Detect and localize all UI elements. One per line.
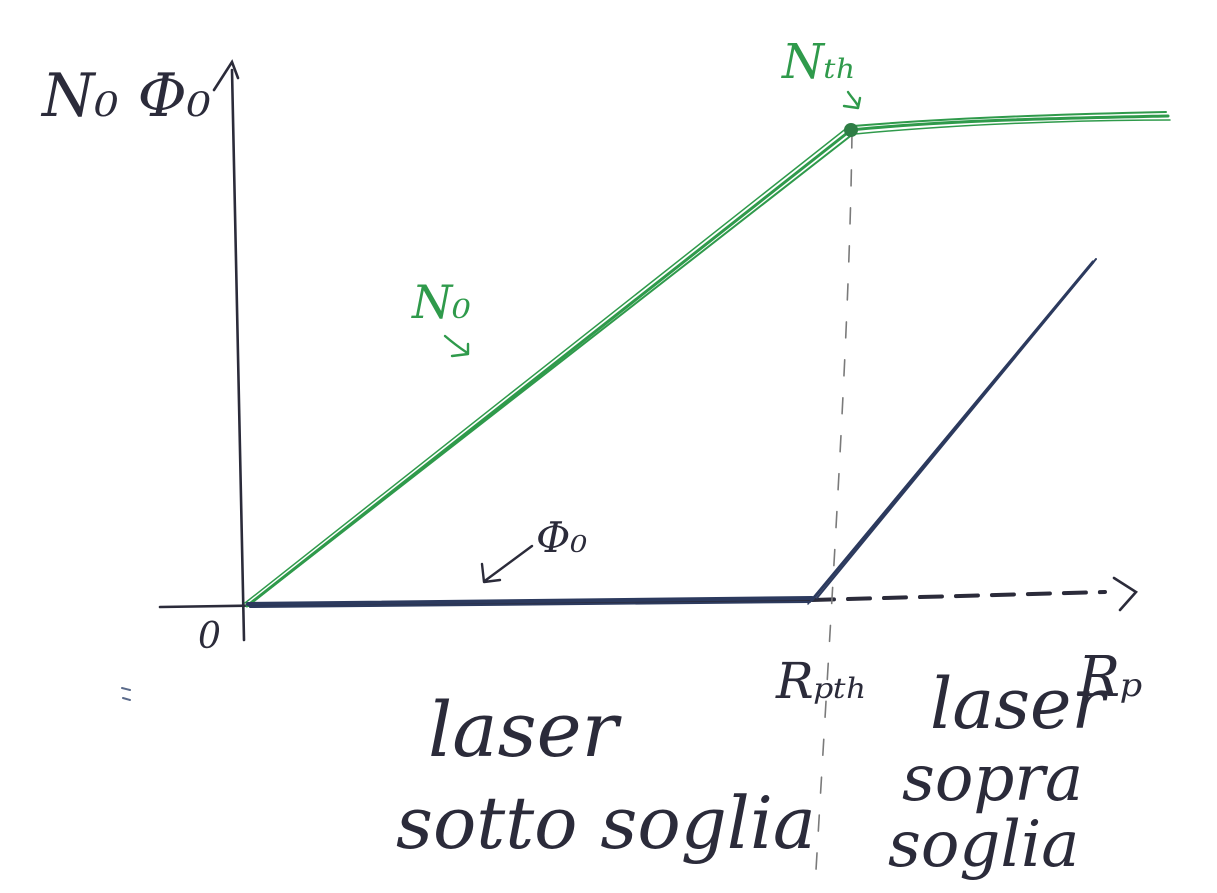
stray-mark <box>121 687 131 701</box>
y-axis-line <box>230 68 246 642</box>
region-above-line2: sopra <box>902 742 1083 816</box>
n-threshold-pointer-icon <box>842 90 862 110</box>
pointer-arrows <box>443 90 862 584</box>
n-curve-flat-stroke-1 <box>849 114 1170 132</box>
origin-label: 0 <box>198 616 221 657</box>
phi-curve-label: Φ₀ <box>536 513 587 562</box>
n-curve-rise-stroke-2 <box>249 133 854 605</box>
region-above-line1: laser <box>930 663 1108 745</box>
x-axis-arrowhead <box>1112 576 1138 612</box>
y-axis-arrowhead <box>212 59 240 92</box>
y-axis-label: N₀ Φ₀ <box>40 61 211 131</box>
region-below-line1: laser <box>428 685 623 774</box>
n-curve-flat-stroke-3 <box>854 119 1171 135</box>
n-threshold-label: Nₜₕ <box>781 34 857 90</box>
x-axis-label: Rₚ <box>1077 645 1143 710</box>
phi-curve-rise-stroke-3 <box>807 265 1090 605</box>
n-curve-label: N₀ <box>411 275 471 329</box>
n-curve-flat-stroke-2 <box>852 111 1167 127</box>
threshold-pump-label: Rₚₜₕ <box>775 652 868 710</box>
n-curve-rise-stroke-3 <box>244 126 849 604</box>
phi-label-pointer-icon <box>480 544 534 584</box>
region-above-line3: soglia <box>888 808 1079 882</box>
n-label-pointer-icon <box>443 334 470 358</box>
phi-curve-flat-stroke-1 <box>246 596 814 606</box>
n-curve <box>244 111 1171 608</box>
phi-curve <box>246 258 1097 608</box>
phi-curve-flat-stroke-2 <box>249 601 811 608</box>
region-below-line2: sotto soglia <box>396 781 816 865</box>
x-axis-dashed-extension <box>810 590 1107 602</box>
phi-curve-rise-stroke-2 <box>816 258 1097 599</box>
threshold-point-marker <box>844 123 858 137</box>
